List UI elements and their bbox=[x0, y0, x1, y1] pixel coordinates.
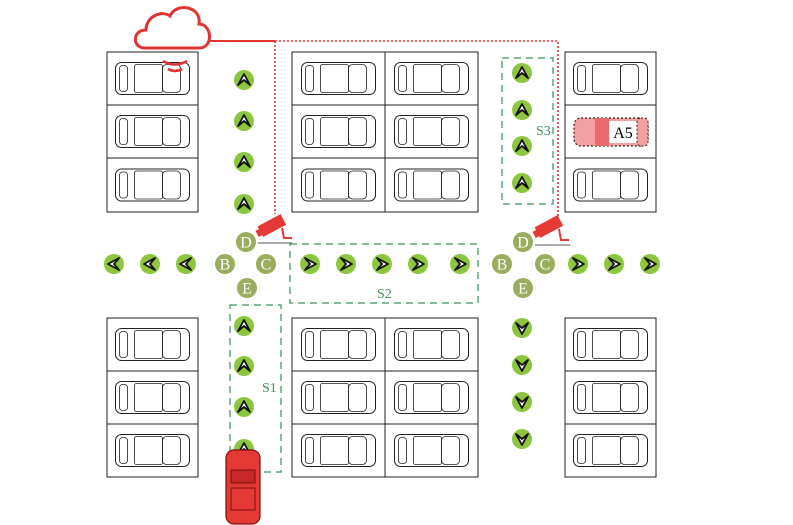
direction-arrow-icon bbox=[512, 392, 532, 412]
target-spot-label: A5 bbox=[613, 125, 633, 142]
parked-car-icon bbox=[301, 328, 376, 361]
parked-car-icon bbox=[301, 434, 376, 467]
node-right-b bbox=[492, 254, 512, 274]
parked-car-icon bbox=[301, 168, 376, 202]
node-right-c-label: C bbox=[540, 257, 551, 274]
parked-car-icon bbox=[301, 381, 376, 414]
zone-s3 bbox=[501, 57, 554, 205]
parked-car-icon bbox=[301, 62, 376, 95]
direction-arrow-icon bbox=[512, 429, 532, 449]
node-right-d-label: D bbox=[517, 235, 529, 252]
direction-arrow-icon bbox=[140, 254, 160, 274]
camera-icon-right bbox=[532, 215, 564, 239]
red-car-icon bbox=[225, 449, 261, 525]
direction-arrow-icon bbox=[234, 152, 254, 172]
direction-arrow-icon bbox=[604, 254, 624, 274]
direction-arrow-icon bbox=[512, 318, 532, 338]
parked-car-icon bbox=[115, 62, 190, 95]
direction-arrow-icon bbox=[512, 136, 532, 156]
direction-arrow-icon bbox=[450, 254, 470, 274]
cloud-link-dotted bbox=[274, 40, 559, 222]
camera-mount-left bbox=[281, 227, 292, 239]
direction-arrow-icon bbox=[234, 70, 254, 90]
direction-arrow-icon bbox=[568, 254, 588, 274]
direction-arrow-icon bbox=[176, 254, 196, 274]
parked-car-icon bbox=[394, 434, 469, 467]
zone-s1-label: S1 bbox=[262, 381, 277, 396]
zone-s3-label: S3 bbox=[536, 124, 551, 139]
direction-arrow-icon bbox=[300, 254, 320, 274]
zone-s2 bbox=[289, 243, 479, 304]
parked-car-icon bbox=[394, 62, 469, 95]
direction-arrow-icon bbox=[408, 254, 428, 274]
direction-arrow-icon bbox=[640, 254, 660, 274]
parked-car-icon bbox=[115, 168, 190, 202]
parked-car-icon bbox=[115, 381, 190, 414]
direction-arrow-icon bbox=[234, 397, 254, 417]
parked-car-icon bbox=[394, 168, 469, 202]
cloud-icon bbox=[133, 6, 211, 73]
direction-arrow-icon bbox=[234, 356, 254, 376]
camera-icon-left bbox=[255, 214, 287, 238]
camera-mount-right bbox=[558, 228, 569, 241]
node-left-c-label: C bbox=[261, 257, 272, 274]
parked-car-icon bbox=[573, 434, 648, 467]
direction-arrow-icon bbox=[104, 254, 124, 274]
node-left-c bbox=[256, 254, 276, 274]
zone-s2-label: S2 bbox=[377, 287, 392, 302]
direction-arrow-icon bbox=[512, 355, 532, 375]
direction-arrow-icon bbox=[512, 100, 532, 120]
node-right-c bbox=[535, 254, 555, 274]
parked-car-icon bbox=[394, 115, 469, 148]
node-left-b-label: B bbox=[220, 257, 231, 274]
parked-car-icon bbox=[115, 434, 190, 467]
node-left-e-label: E bbox=[242, 281, 252, 298]
node-left-b bbox=[215, 254, 235, 274]
node-right-b-label: B bbox=[497, 257, 508, 274]
target-car-a5: A5 bbox=[573, 117, 649, 147]
direction-arrow-icon bbox=[234, 316, 254, 336]
node-right-e-label: E bbox=[518, 281, 528, 298]
node-left-e bbox=[237, 278, 257, 298]
direction-arrow-icon bbox=[234, 194, 254, 214]
direction-arrow-icon bbox=[512, 63, 532, 83]
direction-arrow-icon bbox=[336, 254, 356, 274]
parked-car-icon bbox=[573, 168, 648, 202]
parked-car-icon bbox=[301, 115, 376, 148]
parked-car-icon bbox=[573, 62, 648, 95]
node-left-d-label: D bbox=[240, 235, 252, 252]
parked-car-icon bbox=[394, 328, 469, 361]
direction-arrow-icon bbox=[512, 173, 532, 193]
parked-car-icon bbox=[115, 328, 190, 361]
parked-car-icon bbox=[394, 381, 469, 414]
direction-arrow-icon bbox=[372, 254, 392, 274]
node-right-e bbox=[513, 278, 533, 298]
parked-car-icon bbox=[573, 381, 648, 414]
parked-car-icon bbox=[115, 115, 190, 148]
node-left-d bbox=[236, 232, 256, 252]
parked-car-icon bbox=[573, 328, 648, 361]
node-right-d bbox=[513, 232, 533, 252]
direction-arrow-icon bbox=[234, 111, 254, 131]
